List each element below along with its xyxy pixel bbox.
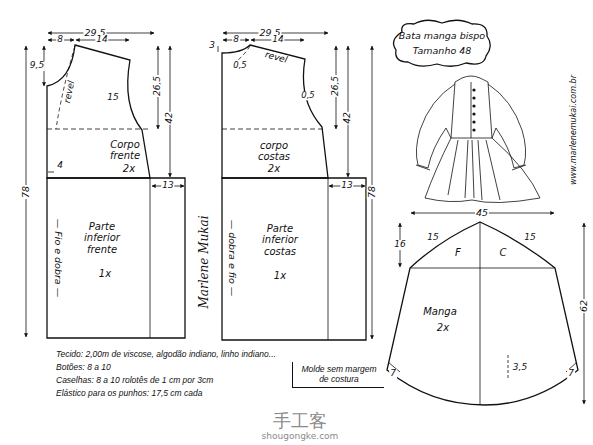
material-note: Botões: 8 a 10 [55, 363, 112, 372]
dimension-label: 26,5 [331, 75, 341, 97]
dimension-label: 15 [426, 233, 439, 243]
dimension-label: 14 [271, 35, 284, 45]
piece-name: Corpo frente [101, 139, 149, 162]
piece-name: Manga [415, 306, 465, 318]
dimension-label: 26,5 [153, 75, 163, 97]
dimension-label: 4 [56, 161, 64, 171]
dimension-label: 78 [21, 185, 31, 199]
piece-name: Molde sem margem de costura [298, 365, 380, 385]
dimension-label: revel [263, 50, 289, 66]
piece-outline [47, 178, 185, 338]
material-note: Caselhas: 8 a 10 rolotês de 1 cm por 3cm [55, 376, 214, 385]
cut-count: 1x [90, 268, 120, 280]
watermark: 手工客 [272, 411, 328, 431]
material-note: Tecido: 2,00m de viscose, algodão indian… [55, 350, 277, 359]
cut-count: 2x [114, 163, 144, 175]
piece-outline [385, 220, 580, 406]
piece-outline [392, 20, 492, 66]
dimension-label: 3,5 [512, 363, 528, 373]
piece-name: corpo costas [250, 140, 298, 163]
dimension-label: 62 [579, 299, 589, 313]
dimension-label: 78 [367, 185, 377, 199]
dimension-label: 13 [161, 181, 174, 191]
pattern-piece: Corpo frente2x [47, 45, 155, 178]
pattern-piece: Manga 2x [385, 220, 580, 406]
dimension-label: 7 [567, 369, 575, 379]
pattern-piece: Parte inferior frente 1x [47, 178, 185, 338]
dimension-label: 0,5 [300, 91, 316, 100]
dimension-label: 3 [208, 41, 216, 51]
piece-name: Bata manga bispo [394, 31, 490, 42]
piece-name: Parte inferior costas [251, 223, 309, 258]
dimension-label: 14 [95, 35, 108, 45]
cut-count: Tamanho 48 [394, 46, 490, 57]
dimension-label: C [499, 247, 508, 258]
note-box: Molde sem margem de costura [292, 362, 384, 388]
piece-outline [222, 178, 366, 340]
dimension-label: 42 [343, 111, 353, 124]
signature: Marlene Mukai [198, 214, 211, 309]
dimension-label: 9,5 [29, 61, 45, 71]
dimension-label: 7 [389, 369, 397, 379]
dimension-label: www.marlenemukai.com.br [570, 74, 579, 186]
dimension-label: 16 [393, 240, 406, 250]
cut-count: 1x [265, 270, 295, 282]
piece-name: Parte inferior frente [73, 221, 131, 256]
pattern-piece: Parte inferior costas 1x [222, 178, 366, 340]
dimension-label: 15 [106, 93, 119, 103]
cut-count: 2x [259, 163, 289, 175]
dimension-label: — Fio e dobra — [53, 218, 63, 298]
title-cloud: Bata manga bispoTamanho 48 [392, 20, 492, 66]
dimension-label: revel [63, 79, 78, 105]
dimension-label: F [454, 247, 462, 258]
dimension-label: 0,5 [232, 61, 248, 70]
dimension-label: 8 [232, 35, 240, 45]
dimension-label: 45 [475, 208, 489, 218]
dimension-label: 15 [523, 233, 536, 243]
dimension-label: 42 [165, 111, 175, 124]
dimension-label: 8 [56, 35, 64, 45]
cut-count: 2x [428, 322, 458, 334]
watermark: shougongke.com [261, 432, 340, 442]
dimension-label: 13 [340, 181, 353, 191]
dimension-label: — dobra e fio — [227, 219, 237, 297]
material-note: Elástico para os punhos: 17,5 cm cada [55, 389, 203, 398]
